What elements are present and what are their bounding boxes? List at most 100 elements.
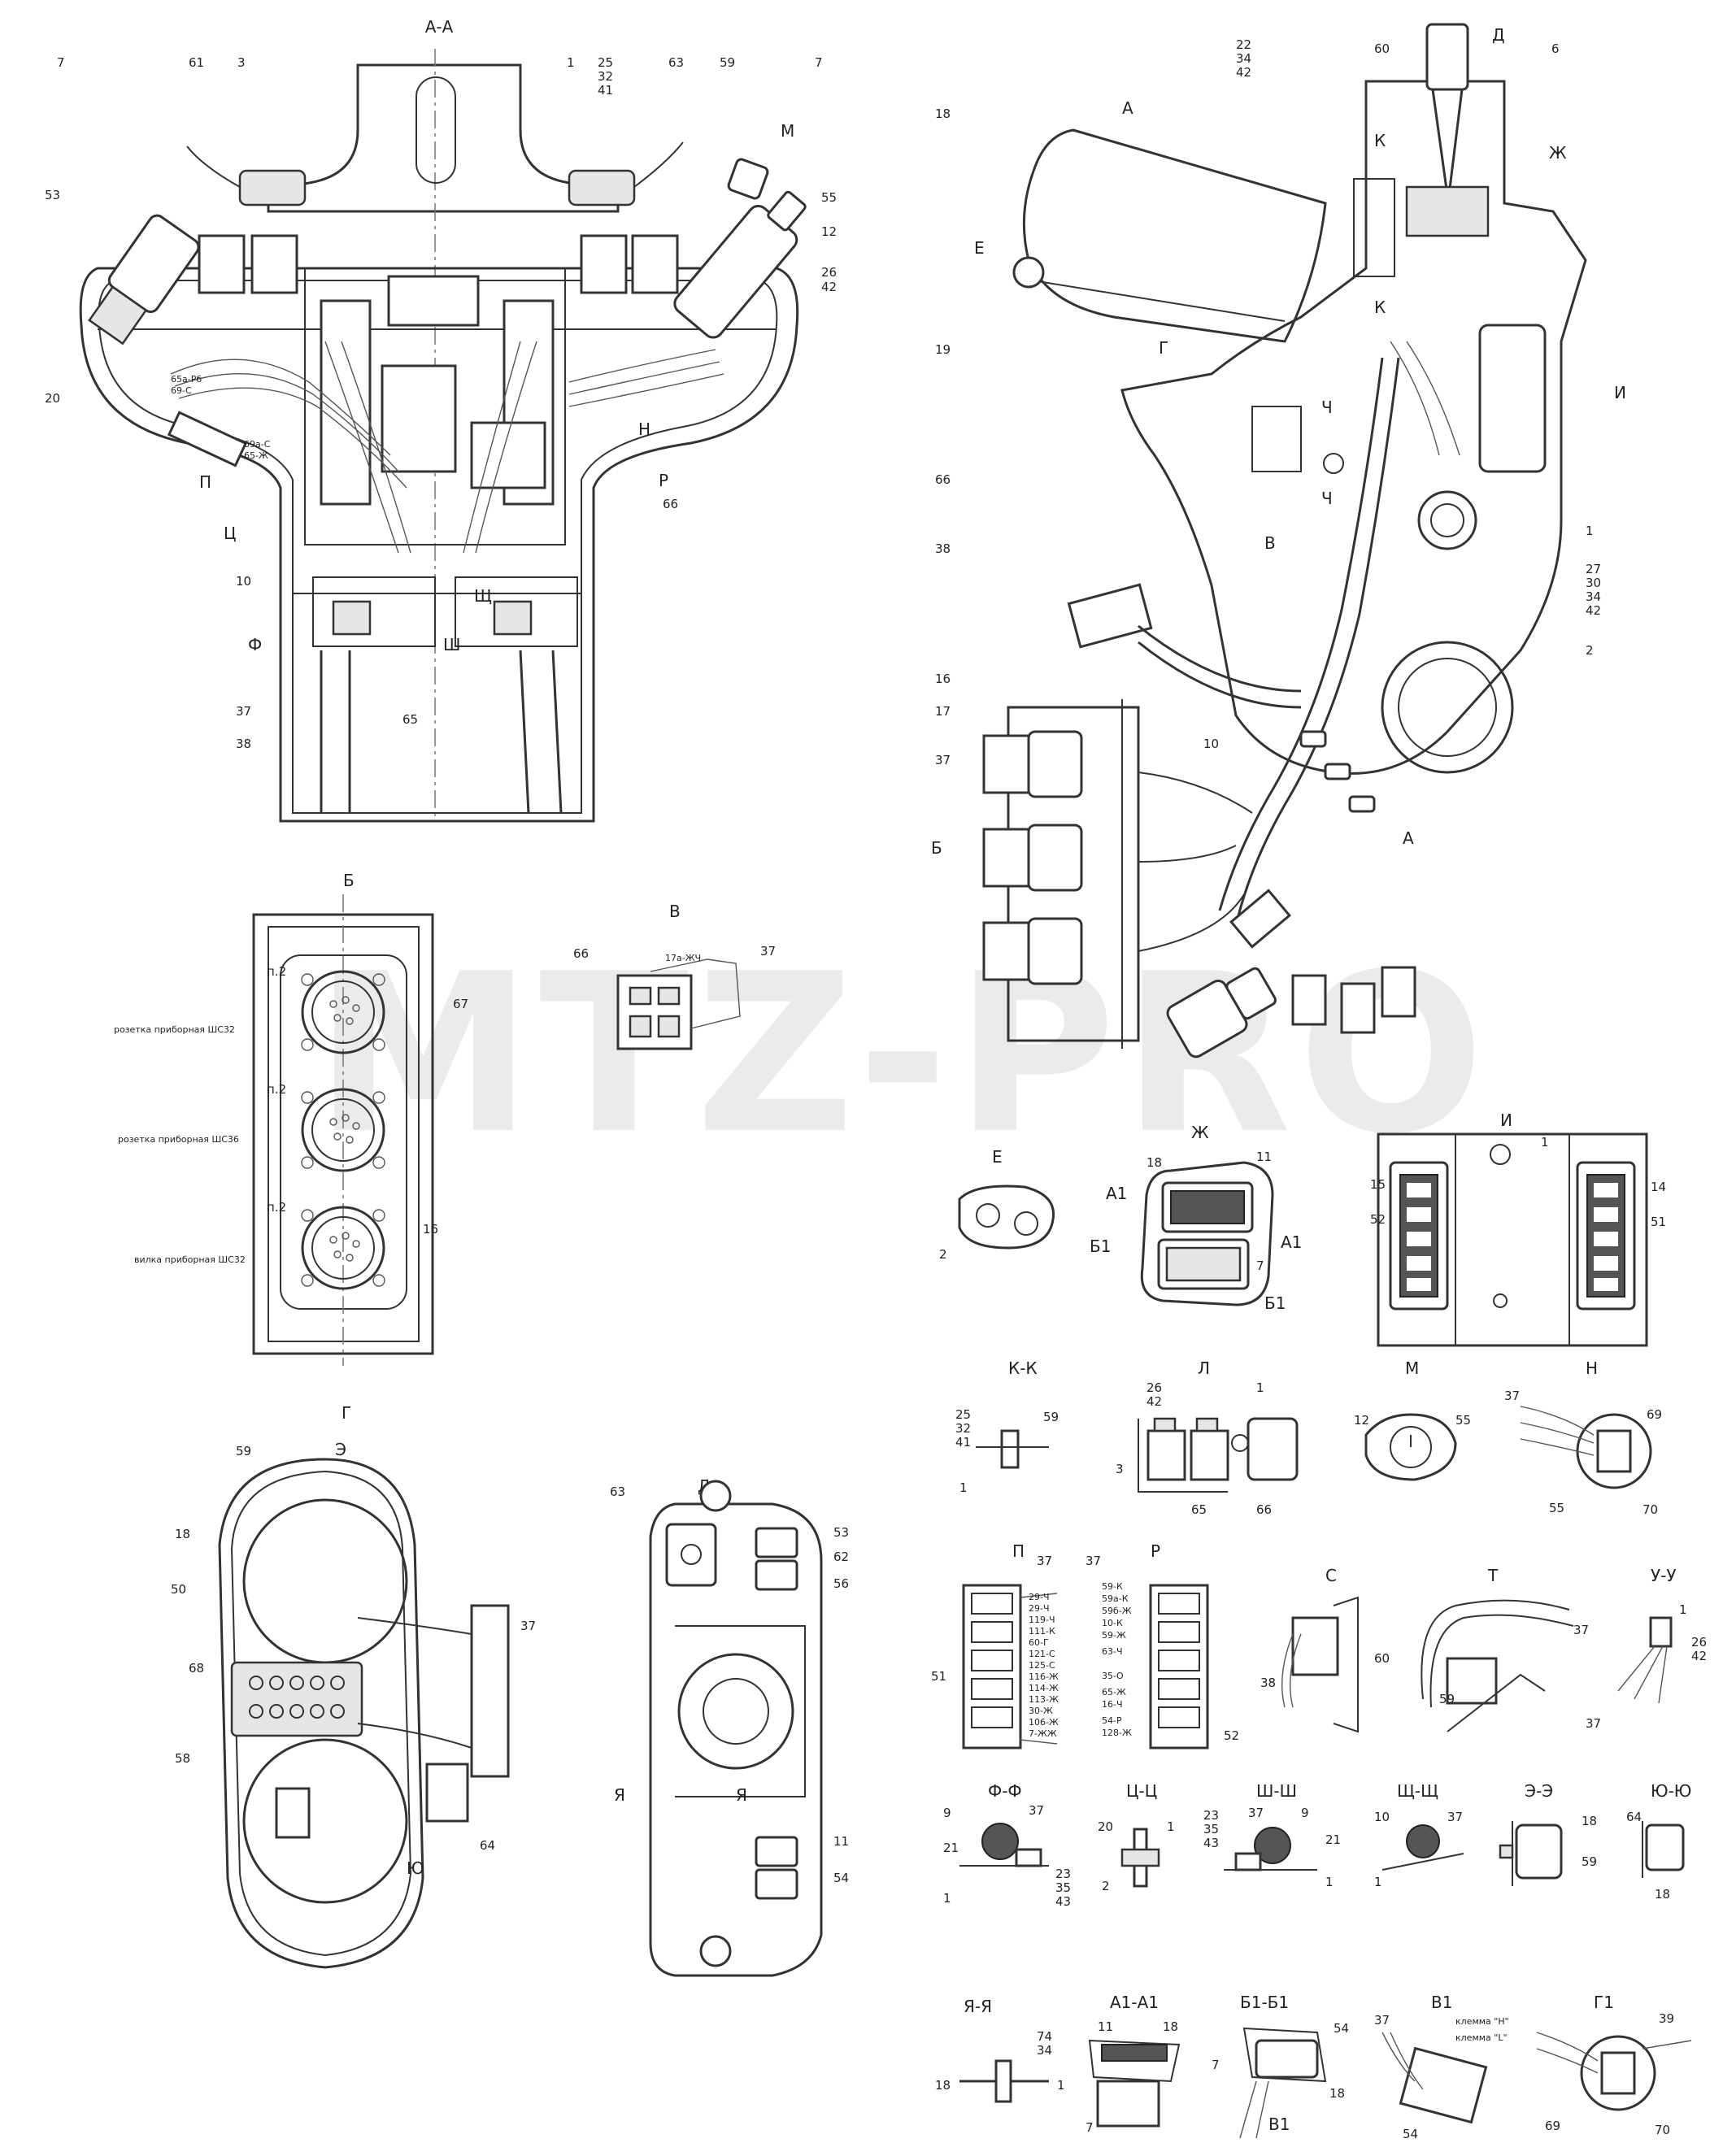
s-label-60: 60	[1374, 1651, 1390, 1666]
side-label-22: 22	[1236, 37, 1251, 52]
zh-label-7: 7	[1256, 1258, 1264, 1273]
tsts-label-2: 2	[1102, 1879, 1110, 1893]
view-s: С 38 60	[1260, 1566, 1390, 1733]
view-title-kk: К-К	[1008, 1358, 1038, 1378]
side-label-2: 2	[1586, 643, 1594, 658]
side-view: 18 19 22 34 42 60 6 66 38 16 17 37 10 1 …	[931, 23, 1626, 1058]
side-label-27: 27	[1586, 562, 1601, 576]
kk-label-41: 41	[955, 1435, 971, 1450]
d-label-11: 11	[833, 1834, 849, 1849]
side-label-6: 6	[1551, 41, 1560, 56]
g1-label-39: 39	[1659, 2011, 1674, 2026]
aa-mark-r: Р	[659, 471, 668, 490]
p-wire-2: 119-Ч	[1029, 1615, 1055, 1625]
aa-label-12: 12	[821, 224, 837, 239]
l-label-1: 1	[1256, 1380, 1264, 1395]
aa-label-63: 63	[668, 55, 684, 70]
r-wire-4: 59-Ж	[1102, 1630, 1126, 1641]
ff-label-37: 37	[1029, 1803, 1044, 1818]
b-label-p2c: п.2	[267, 1200, 286, 1215]
aa-label-3: 3	[237, 55, 246, 70]
view-b1b1: Б1-Б1 54 7 18 В1	[1212, 1993, 1349, 2139]
side-mark-v: В	[1264, 533, 1276, 553]
aa-label-42: 42	[821, 280, 837, 294]
shsh-label-1: 1	[1325, 1875, 1334, 1889]
p-wire-8: 114-Ж	[1029, 1683, 1059, 1693]
r-wire-8: 16-Ч	[1102, 1699, 1123, 1710]
b-label-16: 16	[423, 1222, 438, 1237]
aa-label-1: 1	[567, 55, 575, 70]
side-mark-g: Г	[1159, 338, 1168, 358]
zh-mark-b1-right: Б1	[1264, 1293, 1286, 1313]
view-title-shchshch: Щ-Щ	[1397, 1781, 1438, 1801]
m-label-12: 12	[1354, 1413, 1369, 1428]
aa-label-59: 59	[720, 55, 735, 70]
aa-label-61: 61	[189, 55, 204, 70]
kk-label-59: 59	[1043, 1410, 1059, 1424]
side-label-18: 18	[935, 106, 951, 121]
v-label-66: 66	[573, 946, 589, 961]
b1b1-label-7: 7	[1212, 2058, 1220, 2072]
view-yuyu: Ю-Ю 64 18	[1626, 1781, 1691, 1902]
i-label-52: 52	[1370, 1212, 1386, 1227]
r-wire-5: 63-Ч	[1102, 1646, 1123, 1657]
aa-mark-ts: Ц	[224, 524, 237, 543]
aa-mark-shch: Щ	[474, 586, 492, 606]
side-mark-b: Б	[931, 838, 942, 858]
aa-wire-1: 65а-Рб	[171, 374, 202, 385]
aa-label-66: 66	[663, 497, 678, 511]
side-label-30: 30	[1586, 576, 1601, 590]
ff-label-43: 43	[1055, 1894, 1071, 1909]
tsts-label-1: 1	[1167, 1819, 1175, 1834]
l-label-3: 3	[1116, 1462, 1124, 1476]
p-wire-4: 60-Г	[1029, 1637, 1049, 1648]
zh-mark-a1-right: А1	[1281, 1232, 1302, 1252]
zh-label-18: 18	[1146, 1155, 1162, 1170]
side-mark-zh: Ж	[1549, 143, 1567, 163]
ee-label-59: 59	[1582, 1854, 1597, 1869]
yaya-label-74: 74	[1037, 2029, 1052, 2044]
g-label-58: 58	[175, 1751, 190, 1766]
uu-label-42: 42	[1691, 1649, 1707, 1663]
view-i: И 1 15 52 14 51	[1370, 1111, 1666, 1347]
side-label-42: 42	[1236, 65, 1251, 80]
yaya-label-1: 1	[1057, 2078, 1065, 2093]
g-label-18: 18	[175, 1527, 190, 1541]
aa-mark-sh: Ш	[443, 635, 460, 654]
b-label-67: 67	[453, 997, 468, 1011]
side-label-34: 34	[1236, 51, 1251, 66]
g-label-64: 64	[480, 1838, 495, 1853]
aa-label-26: 26	[821, 265, 837, 280]
view-title-ee: Э-Э	[1525, 1781, 1553, 1801]
v1-label-54: 54	[1403, 2127, 1418, 2141]
r-wire-9: 54-Р	[1102, 1715, 1122, 1726]
view-m: М 12 55	[1354, 1358, 1471, 1481]
p-wire-12: 7-ЖЖ	[1029, 1728, 1057, 1739]
aa-label-55: 55	[821, 190, 837, 205]
t-label-59: 59	[1439, 1692, 1455, 1706]
kk-label-32: 32	[955, 1421, 971, 1436]
a1a1-label-18: 18	[1163, 2019, 1178, 2034]
aa-label-32: 32	[598, 69, 613, 84]
aa-mark-m: М	[781, 121, 794, 141]
uu-label-37: 37	[1586, 1716, 1601, 1731]
shsh-label-43: 43	[1203, 1836, 1219, 1850]
ff-label-21: 21	[943, 1841, 959, 1855]
side-mark-e: Е	[974, 238, 985, 258]
view-title-i: И	[1500, 1111, 1512, 1130]
g-mark-yu: Ю	[407, 1858, 424, 1878]
view-title-tsts: Ц-Ц	[1126, 1781, 1157, 1801]
shsh-label-23: 23	[1203, 1808, 1219, 1823]
aa-mark-f: Ф	[248, 635, 262, 654]
n-label-37: 37	[1504, 1389, 1520, 1403]
view-n: Н 37 69 55 70	[1504, 1358, 1662, 1517]
view-p: П 37 51 29-Ч 29-Ч 119-Ч 111-К 60-Г 121-С…	[931, 1541, 1059, 1750]
p-wire-5: 121-С	[1029, 1649, 1055, 1659]
aa-label-65: 65	[402, 712, 418, 727]
n-label-69: 69	[1647, 1407, 1662, 1422]
p-wire-0: 29-Ч	[1029, 1592, 1050, 1602]
r-wire-2: 59б-Ж	[1102, 1606, 1132, 1616]
side-mark-ch-bottom: Ч	[1321, 489, 1333, 508]
view-title-zh: Ж	[1191, 1123, 1209, 1142]
side-mark-a-top: А	[1122, 98, 1133, 118]
